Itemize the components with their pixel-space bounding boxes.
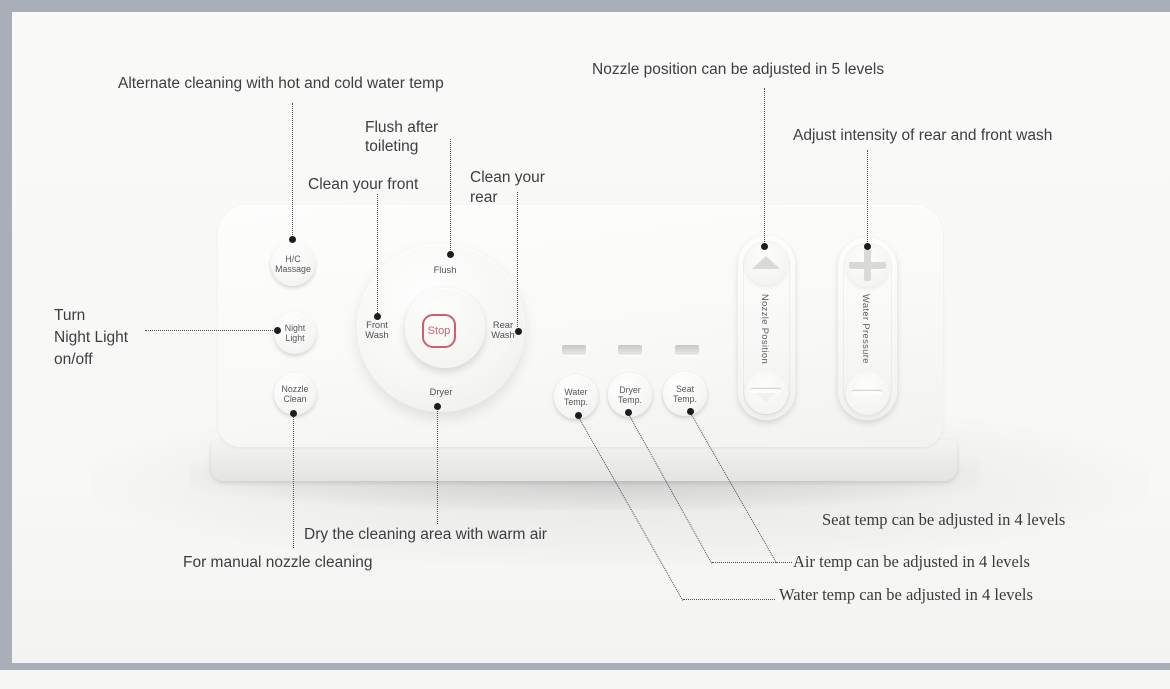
- annotation-dot: [273, 326, 281, 334]
- leader-line: [293, 417, 294, 548]
- nozzle-clean-label: Nozzle: [281, 384, 309, 394]
- stop-button[interactable]: Stop: [422, 314, 456, 348]
- seat-temp-indicator-light: [675, 345, 699, 355]
- leader-line: [517, 192, 518, 327]
- annotation-dot: [624, 408, 632, 416]
- water-pressure-slider-label: Water Pressure: [861, 294, 871, 364]
- leader-line: [437, 409, 438, 524]
- hc-massage-button[interactable]: H/C Massage: [271, 242, 315, 286]
- annotation-dot: [289, 409, 297, 417]
- dial-dryer-label: Dryer: [429, 387, 453, 397]
- annotation-dot: [863, 242, 871, 250]
- dryer-temp-indicator-light: [618, 345, 642, 355]
- annotation-nozzle-position: Nozzle position can be adjusted in 5 lev…: [592, 61, 885, 78]
- annotation-dot: [514, 327, 522, 335]
- annotation-dot: [760, 242, 768, 250]
- leader-line: [764, 88, 765, 242]
- leader-line: [712, 562, 792, 563]
- annotation-nozzle-clean: For manual nozzle cleaning: [183, 554, 373, 571]
- leader-line: [292, 103, 293, 237]
- dial-flush-label: Flush: [433, 265, 457, 275]
- nozzle-clean-button[interactable]: Nozzle Clean: [274, 373, 316, 415]
- annotation-dot: [433, 402, 441, 410]
- annotation-water-temp: Water temp can be adjusted in 4 levels: [779, 585, 1033, 604]
- annotation-dot: [288, 235, 296, 243]
- annotation-dot: [373, 312, 381, 320]
- night-light-label: Night: [284, 323, 306, 333]
- annotation-dot: [574, 411, 582, 419]
- plus-icon: [864, 250, 871, 281]
- leader-line: [377, 194, 378, 313]
- annotation-air-temp: Air temp can be adjusted in 4 levels: [793, 552, 1030, 571]
- seat-temp-button[interactable]: Seat Temp.: [663, 372, 707, 416]
- minus-icon: [751, 389, 781, 393]
- minus-icon: [852, 391, 882, 395]
- frame-bottom-bar: [0, 663, 1170, 670]
- water-temp-indicator-light: [562, 345, 586, 355]
- nozzle-position-slider-label: Nozzle Position: [760, 294, 770, 365]
- night-light-button[interactable]: Night Light: [274, 312, 316, 354]
- hc-massage-label: H/C: [285, 254, 301, 264]
- annotation-dot: [446, 250, 454, 258]
- leader-line: [145, 330, 273, 331]
- leader-line: [683, 599, 775, 600]
- next-section-sliver: [0, 670, 1170, 689]
- annotation-front-wash: Clean your front: [308, 176, 419, 193]
- dial-center-hub: [405, 288, 485, 368]
- leader-line: [450, 139, 451, 250]
- leader-line: [867, 150, 868, 242]
- annotation-water-pressure: Adjust intensity of rear and front wash: [793, 127, 1053, 144]
- annotation-dot: [686, 407, 694, 415]
- annotation-dryer: Dry the cleaning area with warm air: [304, 526, 547, 543]
- annotation-hc-massage: Alternate cleaning with hot and cold wat…: [118, 75, 444, 92]
- arrow-up-icon: [752, 256, 780, 269]
- annotation-seat-temp: Seat temp can be adjusted in 4 levels: [822, 510, 1066, 529]
